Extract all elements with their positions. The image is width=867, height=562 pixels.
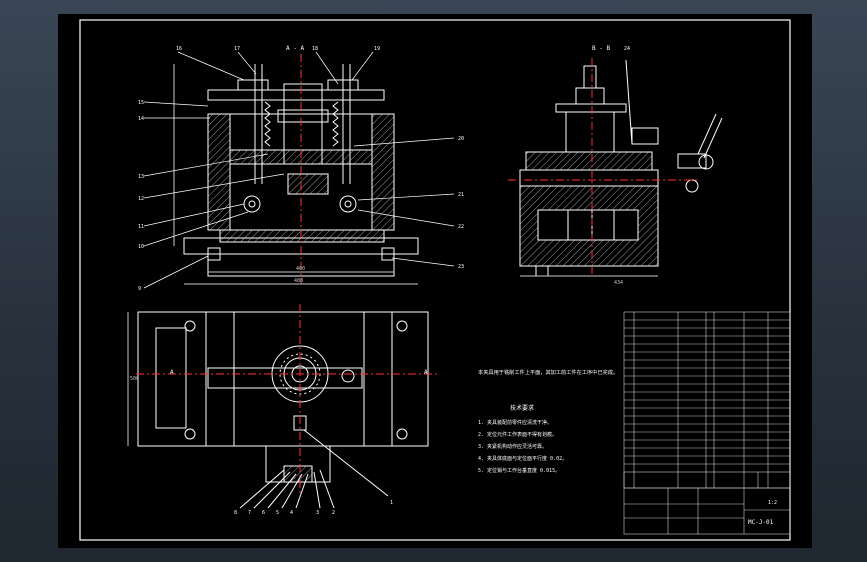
balloon-5: 5	[276, 510, 279, 516]
side-section-view: B - B 24	[508, 45, 723, 286]
balloon-12: 12	[138, 196, 144, 202]
balloon-22: 22	[458, 224, 464, 230]
balloon-15: 15	[138, 100, 144, 106]
drawing-sheet: A - A	[58, 14, 812, 548]
note-item-3: 3. 夹紧机构动作应灵活可靠。	[478, 443, 547, 450]
drawing-number: MC-J-01	[748, 519, 774, 526]
sheet-border	[79, 19, 791, 541]
balloon-21: 21	[458, 192, 464, 198]
balloon-20: 20	[458, 136, 464, 142]
dim-front-base: 480	[294, 278, 303, 284]
drawing-scale: 1:2	[768, 500, 777, 506]
balloon-7: 7	[248, 510, 251, 516]
plan-view: 500 A A	[127, 304, 438, 509]
balloon-17: 17	[234, 46, 240, 52]
balloon-8: 8	[234, 510, 237, 516]
balloon-19: 19	[374, 46, 380, 52]
balloon-11: 11	[138, 224, 144, 230]
note-item-2: 2. 定位元件工作表面不得有划痕。	[478, 431, 557, 438]
front-section-view: A - A	[173, 45, 419, 285]
side-section-tag: 24	[624, 46, 630, 52]
dim-side-width: 434	[614, 280, 623, 286]
note-item-4: 4. 夹具体底面与定位面平行度 0.02。	[478, 455, 567, 462]
plan-section-mark-right: A	[424, 369, 428, 376]
note-item-5: 5. 定位销与工作台垂直度 0.015。	[478, 467, 560, 474]
drawing-canvas: A - A	[79, 19, 791, 541]
balloon-4: 4	[290, 510, 293, 516]
balloon-14: 14	[138, 116, 144, 122]
top-plate	[207, 89, 385, 101]
balloon-23: 23	[458, 264, 464, 270]
balloon-10: 10	[138, 244, 144, 250]
balloon-13: 13	[138, 174, 144, 180]
front-section-label: A - A	[286, 45, 304, 52]
balloon-9: 9	[138, 286, 141, 292]
balloon-18: 18	[312, 46, 318, 52]
technical-notes: 本夹具用于铣削工件上平面，其加工前工件在工序中已完成。 技术要求 1. 夹具装配…	[478, 368, 618, 474]
dim-front-width: 400	[296, 266, 305, 272]
balloon-2: 2	[332, 510, 335, 516]
notes-intro: 本夹具用于铣削工件上平面，其加工前工件在工序中已完成。	[478, 368, 618, 376]
balloon-1: 1	[390, 500, 393, 506]
balloon-16: 16	[176, 46, 182, 52]
title-block: MC-J-01 1:2	[623, 471, 791, 535]
note-item-1: 1. 夹具装配前零件应清洗干净。	[478, 419, 552, 426]
notes-heading: 技术要求	[510, 404, 534, 412]
plan-section-mark-left: A	[170, 369, 174, 376]
balloon-6: 6	[262, 510, 265, 516]
balloon-leaders	[143, 51, 455, 289]
balloon-3: 3	[316, 510, 319, 516]
dim-plan-height: 500	[130, 376, 139, 382]
side-section-label: B - B	[592, 45, 610, 52]
parts-list	[623, 311, 791, 489]
